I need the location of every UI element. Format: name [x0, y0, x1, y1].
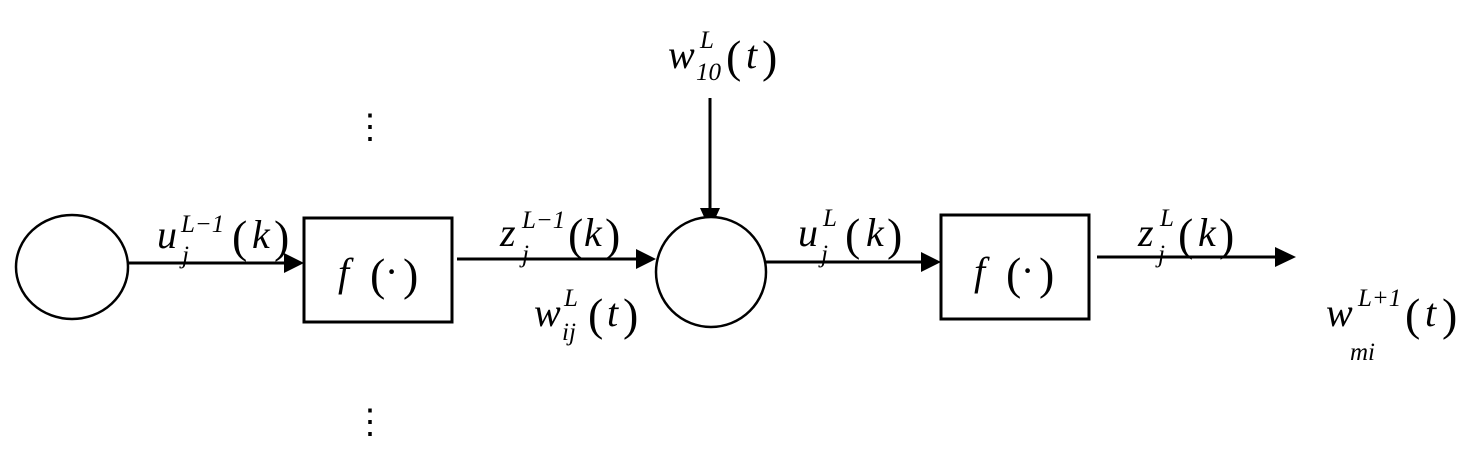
ellipsis-top: ⋮: [353, 109, 387, 146]
label-w-10: w L 10 ( t ): [668, 27, 777, 86]
summing-node: [654, 215, 768, 329]
label-u-cur: u L j ( k ): [798, 205, 902, 268]
label-w-ij: w L ij ( t ): [534, 285, 638, 346]
arrow-activation-1-to-summing-node: [457, 249, 656, 269]
label-u-prev: u L−1 j ( k ): [157, 211, 289, 269]
label-w-mi: w L+1 mi ( t ): [1326, 285, 1457, 366]
activation-label-2: f ( · ): [974, 248, 1054, 299]
label-z-prev: z L−1 j ( k ): [499, 207, 620, 268]
activation-label-1: f ( · ): [338, 249, 418, 300]
arrow-bias-to-summing-node: [700, 98, 720, 230]
label-z-cur: z L j ( k ): [1137, 205, 1234, 268]
arrow-input-to-activation-1: [128, 253, 304, 273]
activation-block-1: f ( · ): [302, 216, 454, 324]
arrow-activation-2-to-output: [1097, 247, 1296, 267]
ellipsis-bottom: ⋮: [353, 404, 387, 441]
arrow-summing-node-to-activation-2: [766, 252, 941, 272]
activation-block-2: f ( · ): [939, 213, 1091, 321]
input-node: [14, 213, 130, 321]
